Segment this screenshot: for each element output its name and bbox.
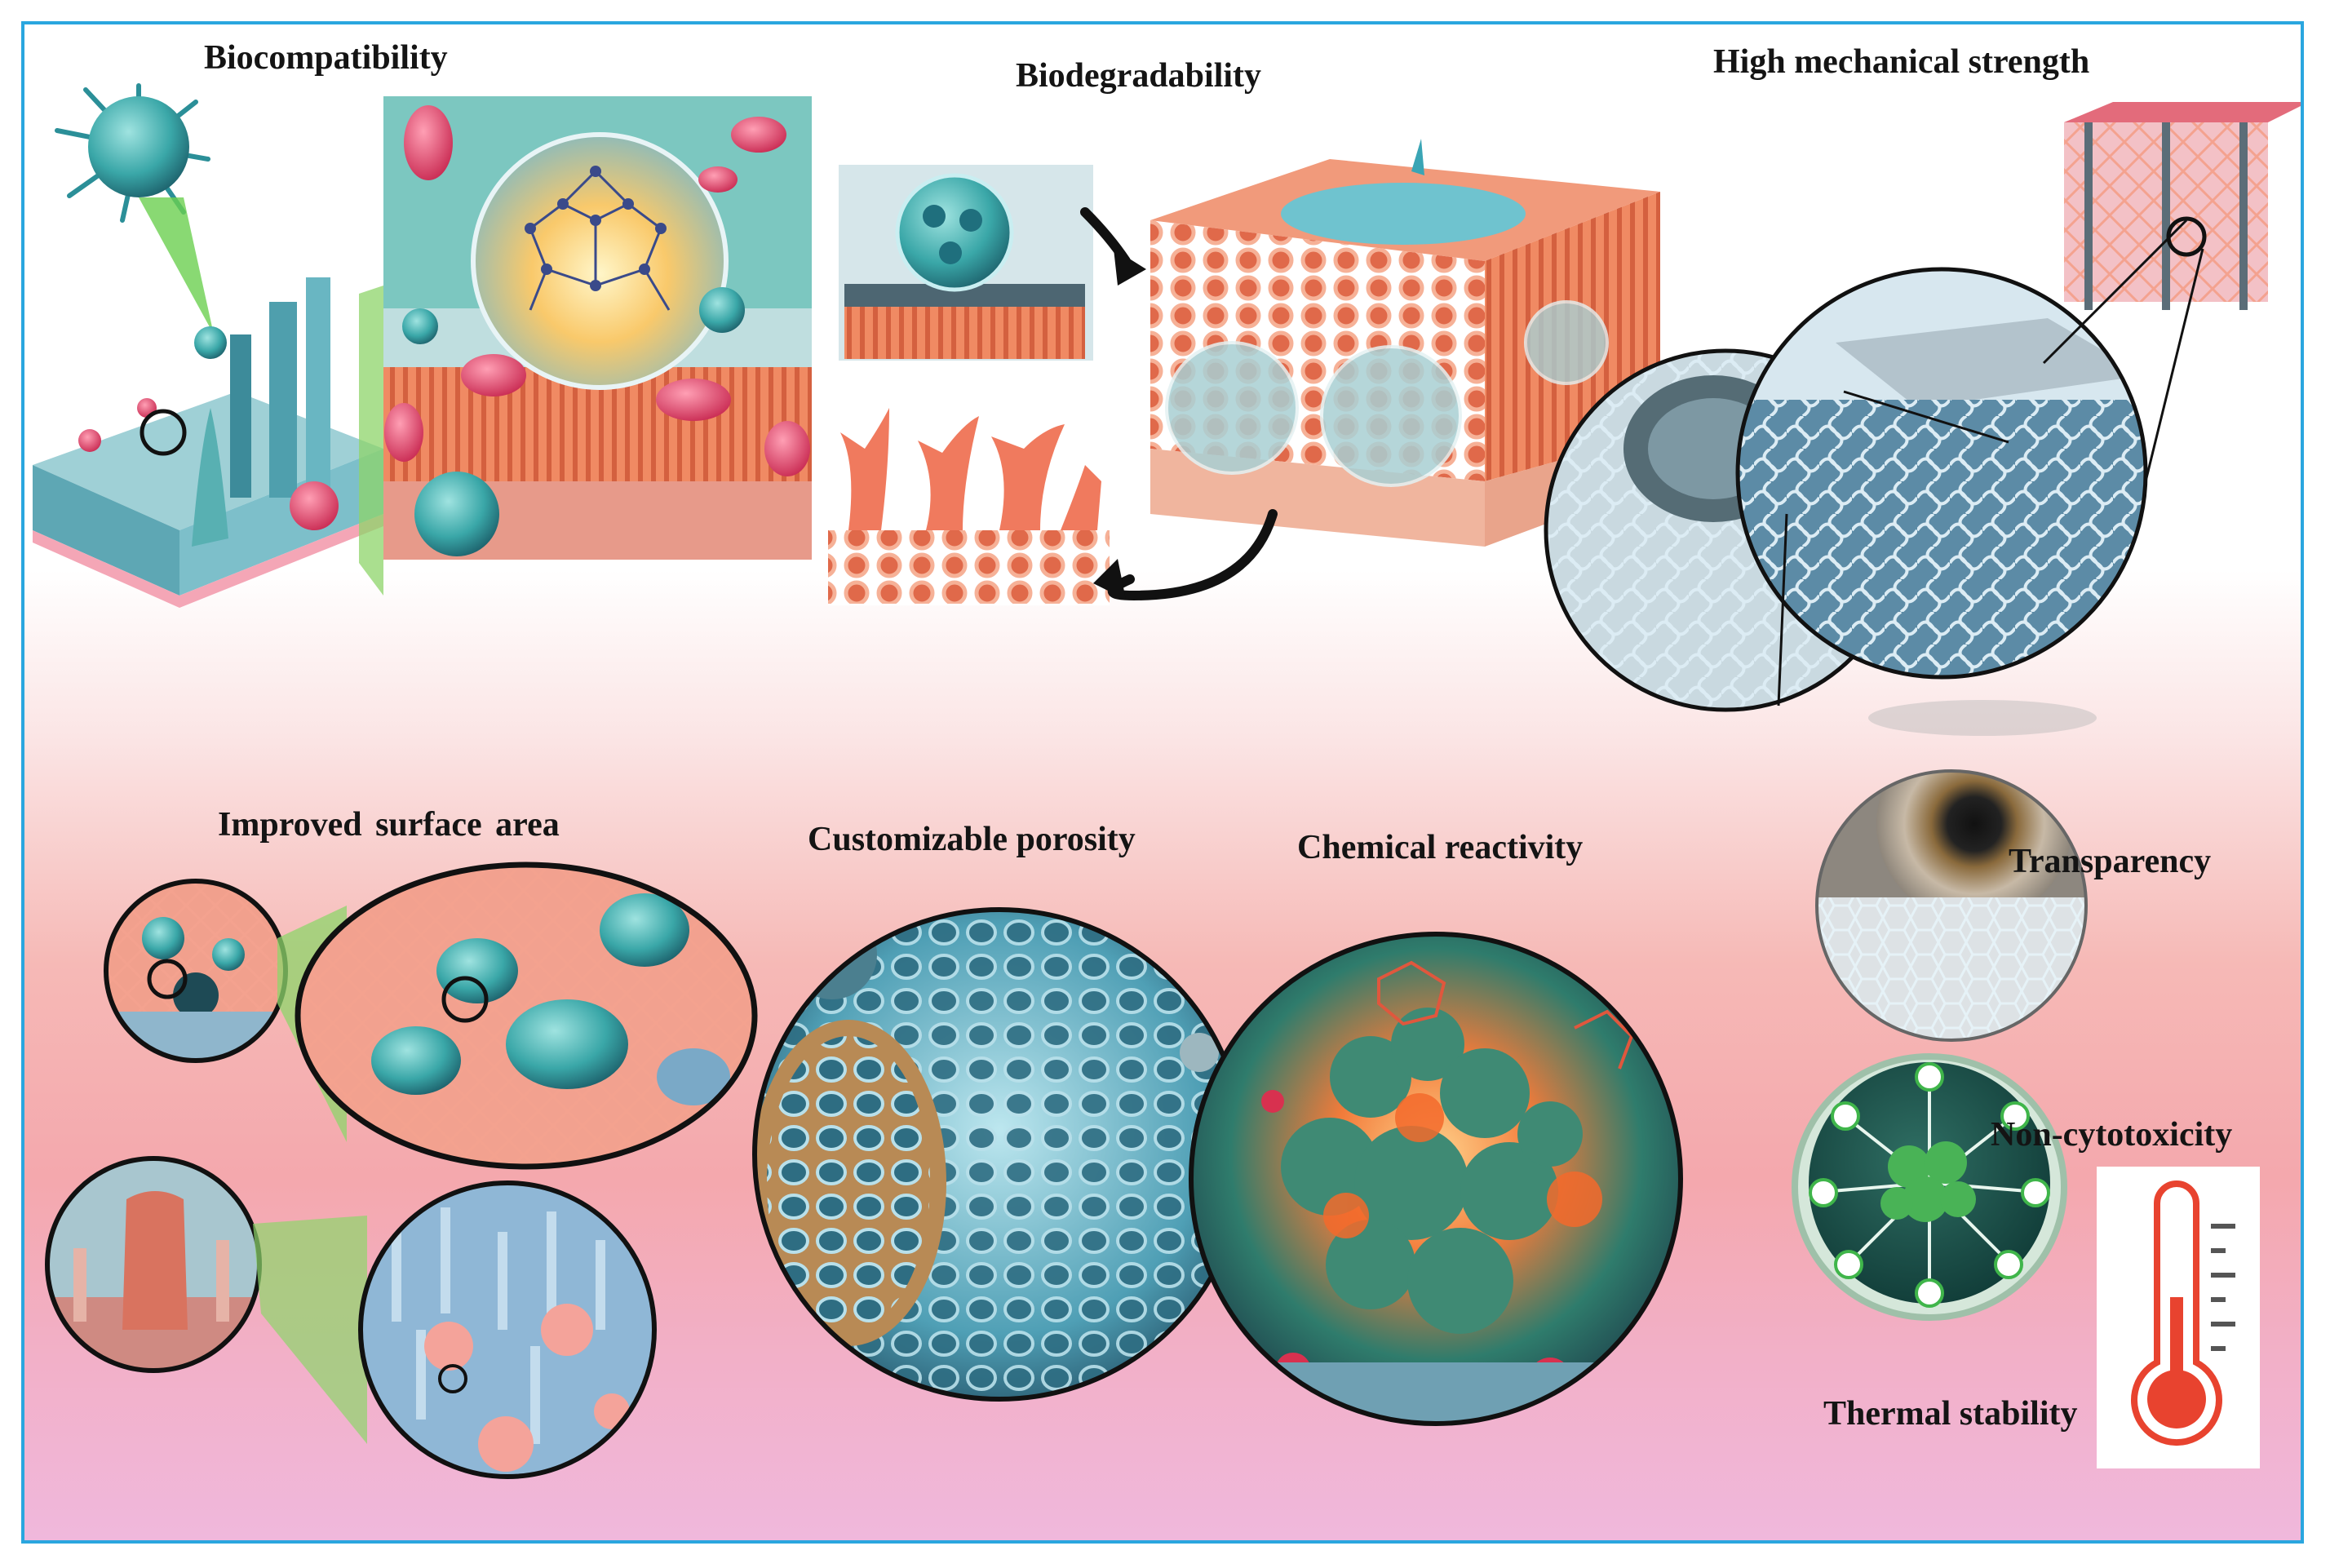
small-cell-icon: [194, 326, 227, 359]
mech-scaffold-block: [2064, 102, 2301, 310]
scaffold-icon: [33, 277, 383, 608]
biocompat-zoom-panel: [383, 96, 812, 560]
label-mechanical-strength: High mechanical strength: [1713, 43, 2090, 81]
label-thermal-stability: Thermal stability: [1823, 1395, 2078, 1433]
biodeg-panel-top: [839, 165, 1093, 361]
label-surface-area: Improved surface area: [218, 806, 560, 844]
label-transparency: Transparency: [2009, 843, 2212, 880]
eye-icon: [1815, 769, 2088, 1042]
reactivity-circle: [1189, 932, 1683, 1426]
thermometer-icon: [2097, 1167, 2260, 1468]
surface-pillar-circle: [45, 1156, 262, 1373]
label-porosity: Customizable porosity: [808, 821, 1136, 858]
biodeg-panel-bottom: [828, 401, 1110, 605]
zoom-beam: [139, 197, 214, 334]
illustration-canvas: [33, 83, 2301, 1479]
mech-connector-lines: [1777, 219, 2204, 706]
biodeg-block: [1150, 139, 1660, 547]
surface-large-ellipse: [295, 862, 758, 1170]
label-biocompatibility: Biocompatibility: [204, 39, 448, 77]
surface-pillars-circle: [358, 1180, 657, 1479]
cell-icon: [55, 83, 210, 223]
blood-cell-icon: [384, 105, 810, 476]
label-noncytotoxicity: Non-cytotoxicity: [1991, 1116, 2233, 1154]
surface-small-circle: [104, 879, 288, 1063]
label-reactivity: Chemical reactivity: [1297, 829, 1584, 866]
noncyto-icon: [1792, 1053, 2067, 1321]
label-biodegradability: Biodegradability: [1016, 57, 1262, 95]
figure-frame: Biocompatibility Biodegradability High m…: [21, 21, 2304, 1544]
shadow: [1868, 700, 2097, 736]
check-icon: [1809, 1062, 2050, 1308]
porosity-circle: [752, 907, 1247, 1402]
